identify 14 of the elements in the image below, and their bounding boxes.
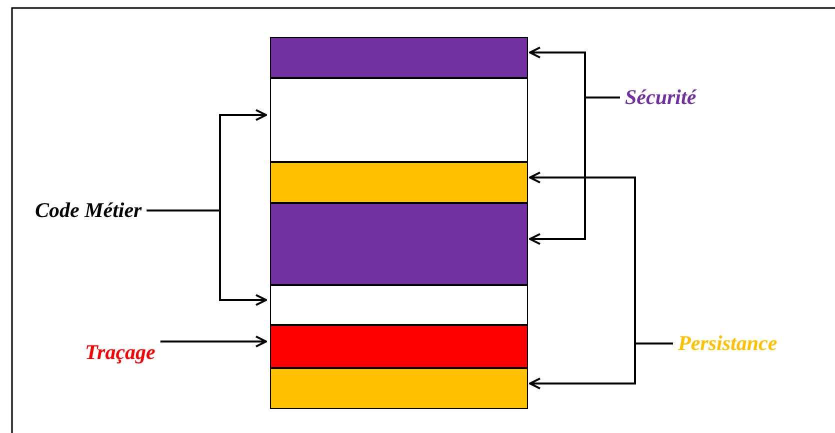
arrow: [160, 336, 267, 348]
persistence-label: Persistance: [678, 333, 778, 354]
security-label: Sécurité: [625, 87, 696, 108]
persistence-band: [270, 162, 528, 203]
security-band: [270, 203, 528, 285]
arrow: [529, 96, 620, 245]
business-code-band: [270, 78, 528, 162]
security-band: [270, 37, 528, 78]
tracing-label: Traçage: [85, 342, 156, 363]
persistence-band: [270, 368, 528, 409]
business-code-label: Code Métier: [35, 200, 142, 221]
business-code-band: [270, 285, 528, 325]
tracing-band: [270, 325, 528, 368]
arrow: [146, 210, 267, 306]
